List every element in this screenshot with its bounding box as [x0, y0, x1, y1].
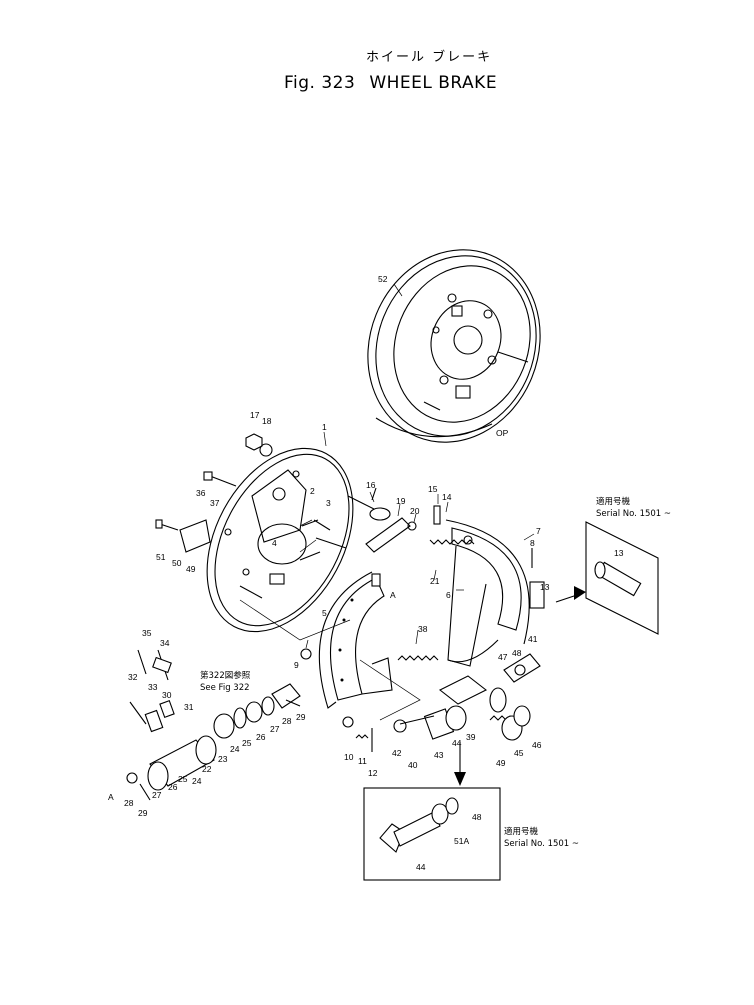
brake-shoe-left: [318, 571, 393, 709]
label-13: 13: [540, 582, 550, 592]
label-3: 3: [326, 498, 331, 508]
label-32: 32: [128, 672, 138, 682]
label-49-left: 49: [186, 564, 196, 574]
label-A-cylinder: A: [108, 792, 114, 802]
figure-title: Fig. 323 WHEEL BRAKE: [284, 73, 497, 93]
label-51: 51: [156, 552, 166, 562]
label-44: 44: [452, 738, 462, 748]
label-17: 17: [250, 410, 260, 420]
note-applicable-top-jp: 適用号機: [596, 496, 631, 507]
label-9: 9: [294, 660, 299, 670]
label-29-b: 29: [138, 808, 148, 818]
label-23: 23: [218, 754, 228, 764]
label-48-inset: 48: [472, 812, 482, 822]
label-24-a: 24: [230, 744, 240, 754]
label-49: 49: [496, 758, 506, 768]
label-34: 34: [160, 638, 170, 648]
label-24-b: 24: [192, 776, 202, 786]
label-25-b: 25: [178, 774, 188, 784]
label-38: 38: [418, 624, 428, 634]
label-12: 12: [368, 768, 378, 778]
label-28-a: 28: [282, 716, 292, 726]
label-22: 22: [202, 764, 212, 774]
label-15: 15: [428, 484, 438, 494]
label-37: 37: [210, 498, 220, 508]
brake-shoe-right: [445, 519, 545, 667]
label-10: 10: [344, 752, 354, 762]
label-2: 2: [310, 486, 315, 496]
label-42: 42: [392, 748, 402, 758]
part-labels: 1 2 3 4 5 6 7 8 9 10 11 12 13 13 14 15 1…: [108, 274, 624, 872]
figure-number: Fig. 323: [284, 73, 356, 93]
label-48: 48: [512, 648, 522, 658]
bolts-and-nuts: [155, 433, 321, 561]
label-30: 30: [162, 690, 172, 700]
label-28-b: 28: [124, 798, 134, 808]
figure-name: WHEEL BRAKE: [369, 73, 498, 93]
label-44-inset: 44: [416, 862, 426, 872]
note-applicable-bottom-jp: 適用号機: [504, 826, 539, 837]
wheel-cylinder-assembly: [126, 649, 301, 801]
label-14: 14: [442, 492, 452, 502]
label-46: 46: [532, 740, 542, 750]
leader-lines: [299, 283, 535, 649]
label-A-shoe: A: [390, 590, 396, 600]
label-8: 8: [530, 538, 535, 548]
label-OP: OP: [496, 428, 509, 438]
return-spring-lower: [397, 655, 439, 661]
label-27-a: 27: [270, 724, 280, 734]
adjuster-assembly: [393, 653, 541, 741]
label-40: 40: [408, 760, 418, 770]
label-26-b: 26: [168, 782, 178, 792]
label-51A: 51A: [454, 836, 469, 846]
note-serial-top: Serial No. 1501 ~: [596, 509, 671, 519]
label-1: 1: [322, 422, 327, 432]
note-see-fig-jp: 第322図参照: [200, 670, 251, 681]
label-11: 11: [358, 756, 367, 766]
label-26-a: 26: [256, 732, 266, 742]
label-13-inset: 13: [614, 548, 624, 558]
label-7: 7: [536, 526, 541, 536]
label-36: 36: [196, 488, 206, 498]
label-18: 18: [262, 416, 272, 426]
label-25-a: 25: [242, 738, 252, 748]
inset-box-pin: [555, 521, 659, 635]
label-19: 19: [396, 496, 406, 506]
label-4: 4: [272, 538, 277, 548]
backing-plate: [206, 447, 354, 633]
inset-box-shaft: [363, 742, 501, 881]
label-16: 16: [366, 480, 376, 490]
title-japanese: ホイール ブレーキ: [366, 50, 493, 65]
label-45: 45: [514, 748, 524, 758]
label-21: 21: [430, 576, 440, 586]
label-5: 5: [322, 608, 327, 618]
brake-drum: [367, 249, 541, 443]
adjuster-linkage: [347, 487, 441, 553]
label-50: 50: [172, 558, 182, 568]
label-52: 52: [378, 274, 388, 284]
note-serial-bottom: Serial No. 1501 ~: [504, 839, 579, 849]
label-31: 31: [184, 702, 194, 712]
label-33: 33: [148, 682, 158, 692]
label-29-a: 29: [296, 712, 306, 722]
note-see-fig: See Fig 322: [200, 683, 250, 693]
label-47: 47: [498, 652, 508, 662]
label-20: 20: [410, 506, 420, 516]
label-41: 41: [528, 634, 538, 644]
label-35: 35: [142, 628, 152, 638]
label-39: 39: [466, 732, 476, 742]
label-43: 43: [434, 750, 444, 760]
label-27-b: 27: [152, 790, 162, 800]
label-6: 6: [446, 590, 451, 600]
